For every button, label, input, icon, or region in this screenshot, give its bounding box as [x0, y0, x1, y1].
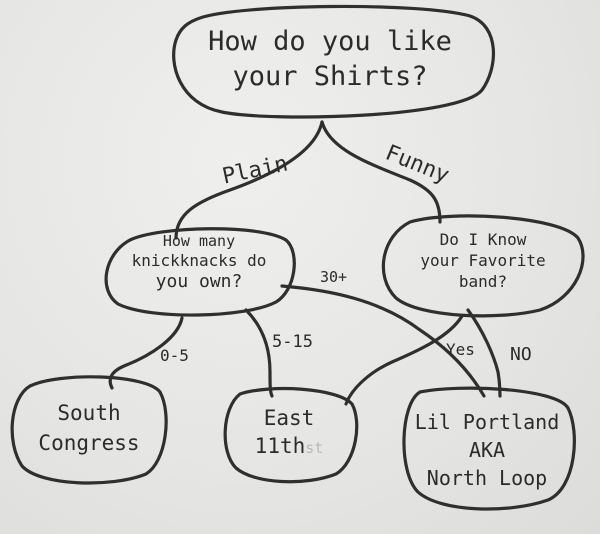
edge-root-plain — [174, 120, 324, 240]
edge-30-plus — [280, 284, 486, 398]
knickknacks-question: How many knickknacks do you own? — [106, 232, 292, 293]
east-11th-node-outline — [223, 386, 359, 484]
edge-no — [466, 308, 502, 398]
knickknacks-line-1: How many — [162, 232, 236, 250]
knickknacks-line-2: knickknacks do — [131, 250, 267, 270]
edge-root-funny — [320, 120, 442, 224]
favorite-band-node-outline — [381, 214, 585, 318]
east-11th-line-2-wrap: 11thst — [226, 432, 352, 460]
lil-portland-answer: Lil Portland AKA North Loop — [402, 408, 572, 492]
east-11th-suffix: st — [305, 439, 324, 458]
root-question: How do you like your Shirts? — [180, 24, 480, 94]
south-congress-line-1: South — [57, 401, 121, 425]
edge-label-0-5: 0-5 — [160, 346, 189, 365]
root-node-outline — [172, 4, 496, 119]
root-question-line-2: your Shirts? — [232, 61, 428, 93]
edge-label-yes: Yes — [446, 340, 475, 359]
south-congress-line-2: Congress — [38, 431, 140, 456]
edge-0-5 — [108, 316, 184, 390]
lil-portland-line-1: Lil Portland — [414, 410, 560, 434]
favorite-band-question: Do I Know your Favorite band? — [388, 230, 578, 292]
east-11th-line-2: 11th — [254, 434, 306, 459]
south-congress-node-outline — [10, 375, 168, 485]
edge-5-15 — [244, 308, 274, 398]
favorite-band-line-2: your Favorite — [420, 250, 546, 270]
edge-yes — [344, 314, 464, 406]
lil-portland-node-outline — [402, 386, 576, 511]
edge-label-5-15: 5-15 — [272, 332, 313, 352]
knickknacks-line-3: you own? — [155, 270, 243, 292]
edge-label-30-plus: 30+ — [320, 268, 348, 286]
favorite-band-line-3: band? — [458, 271, 508, 291]
lil-portland-line-3: North Loop — [426, 466, 548, 490]
knickknacks-node-outline — [104, 227, 296, 317]
south-congress-answer: South Congress — [14, 398, 164, 459]
favorite-band-line-1: Do I Know — [439, 230, 527, 249]
lil-portland-line-2: AKA — [468, 438, 506, 462]
east-11th-answer: East 11thst — [226, 404, 352, 461]
root-question-line-1: How do you like — [208, 26, 452, 57]
edge-label-no: NO — [510, 344, 532, 365]
east-11th-line-1: East — [263, 406, 315, 430]
